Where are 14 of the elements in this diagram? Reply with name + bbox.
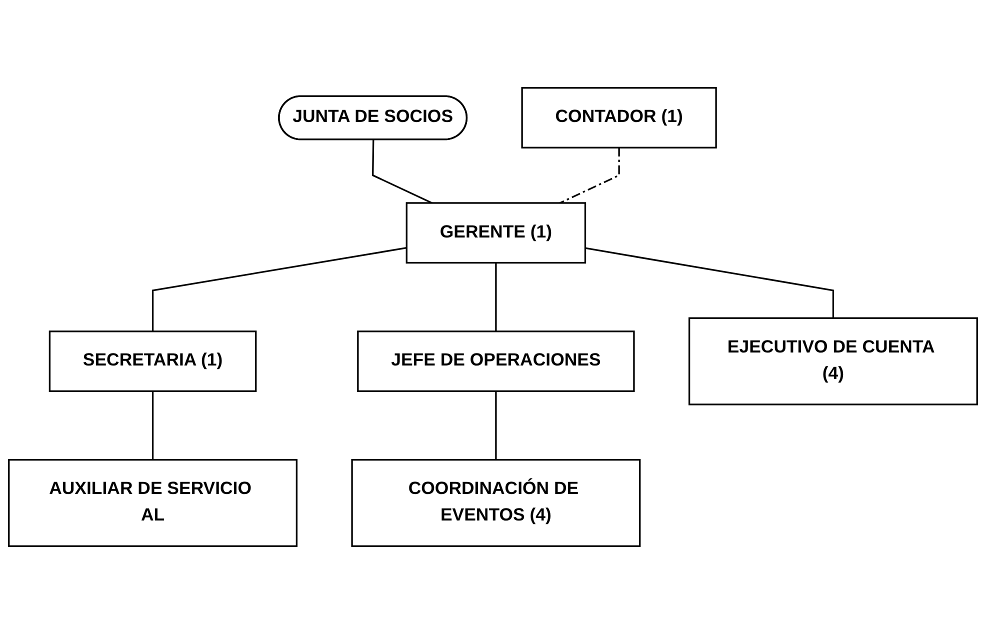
- node-box: JEFE DE OPERACIONES: [357, 330, 635, 392]
- connector: [495, 262, 497, 332]
- connector: [372, 140, 432, 204]
- node-box: AUXILIAR DE SERVICIO AL: [8, 458, 298, 547]
- node-box: GERENTE (1): [406, 202, 586, 264]
- node-box: SECRETARIA (1): [48, 330, 257, 392]
- node-box: COORDINACIÓN DE EVENTOS (4): [351, 458, 641, 547]
- connector: [152, 247, 407, 332]
- connector: [495, 391, 497, 460]
- connector: [560, 148, 620, 204]
- connector: [585, 247, 834, 318]
- node-box: CONTADOR (1): [521, 87, 717, 148]
- connector: [152, 391, 154, 460]
- node-box: EJECUTIVO DE CUENTA (4): [688, 317, 978, 406]
